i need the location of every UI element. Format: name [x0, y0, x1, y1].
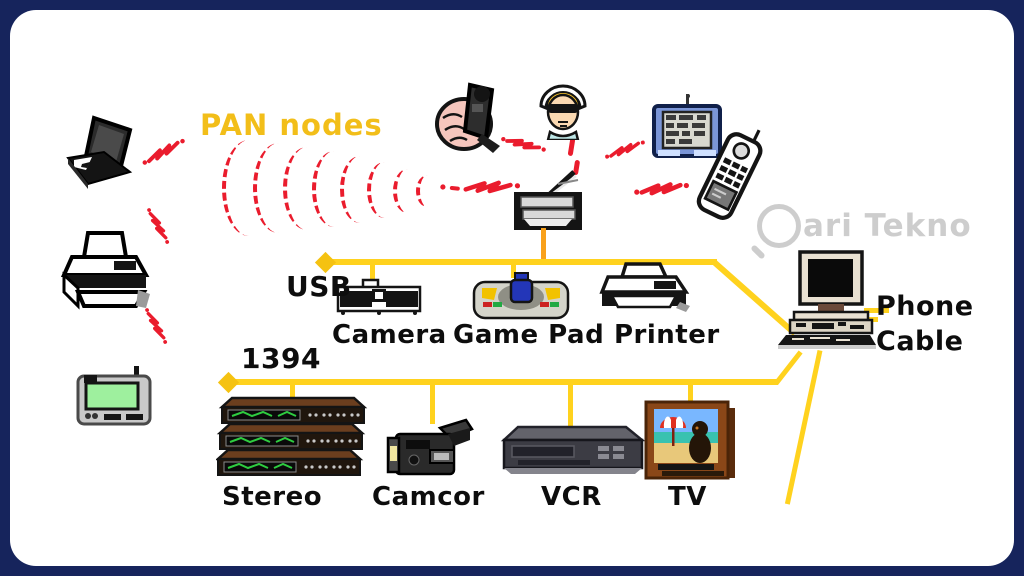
- lightning-bolt-icon: [605, 140, 645, 159]
- stereo-rack-icon: [216, 396, 368, 476]
- usb-bus-line: [325, 259, 717, 265]
- camcorder-label: Camcor: [372, 482, 485, 512]
- laptop-icon: [66, 115, 133, 189]
- gamepad-drop-line: [511, 262, 516, 278]
- radio-wave-arc: [253, 143, 304, 233]
- watermark-text: ari Tekno: [803, 208, 972, 244]
- hand-phone-icon: [435, 82, 500, 153]
- vcr-label: VCR: [541, 482, 602, 512]
- camcorder-icon: [386, 418, 474, 476]
- gamepad-label: Game Pad: [453, 320, 605, 350]
- desktop-computer-icon: [778, 250, 876, 349]
- hub-drop-line: [541, 228, 546, 264]
- base-station-icon: [514, 170, 582, 230]
- lightning-bolt-icon: [634, 182, 689, 196]
- person-icon: [539, 84, 587, 140]
- ieee1394-bus-line: [228, 379, 778, 385]
- magnifier-c-icon: [757, 204, 801, 248]
- usb-printer-label: Printer: [614, 320, 720, 350]
- stereo-drop-line: [290, 382, 295, 402]
- phone-cable-label-line1: Phone: [876, 291, 974, 322]
- pda-icon: [652, 94, 722, 158]
- radio-wave-arc: [222, 140, 276, 236]
- ieee1394-bus-label: 1394: [241, 342, 321, 375]
- tv-label: TV: [668, 482, 707, 512]
- lightning-bolt-icon: [501, 136, 546, 152]
- tv-drop-line: [688, 382, 693, 404]
- laser-printer-icon: [599, 262, 690, 312]
- radio-wave-arc: [393, 169, 422, 213]
- vcr-icon: [500, 425, 646, 474]
- lightning-bolt-icon: [145, 308, 168, 344]
- pager-icon: [76, 366, 152, 426]
- tv-icon: [644, 400, 735, 480]
- camcorder-drop-line: [430, 382, 435, 424]
- radio-wave-arc: [312, 151, 356, 227]
- gamepad-icon: [472, 272, 570, 320]
- stereo-label: Stereo: [222, 482, 323, 512]
- watermark: ari Tekno: [757, 204, 972, 248]
- radio-wave-arc: [416, 175, 439, 207]
- camera-drop-line: [370, 262, 375, 284]
- lightning-bolt-icon: [147, 208, 170, 244]
- printer-icon: [60, 231, 150, 310]
- radio-wave-arc: [367, 162, 402, 218]
- cell-phone-icon: [687, 116, 776, 228]
- usb-bus-label: USB: [286, 270, 352, 303]
- vcr-drop-line: [568, 382, 573, 428]
- phone-cable-label-line2: Cable: [876, 326, 964, 357]
- lightning-bolt-icon: [440, 180, 521, 194]
- radio-wave-arc: [283, 147, 331, 230]
- pan-nodes-title: PAN nodes: [200, 108, 383, 142]
- lightning-bolt-icon: [142, 138, 185, 165]
- phone-cable-stub-top: [864, 308, 889, 313]
- camera-label: Camera: [332, 320, 447, 350]
- radio-wave-arc: [340, 156, 380, 223]
- camera-icon: [336, 278, 422, 315]
